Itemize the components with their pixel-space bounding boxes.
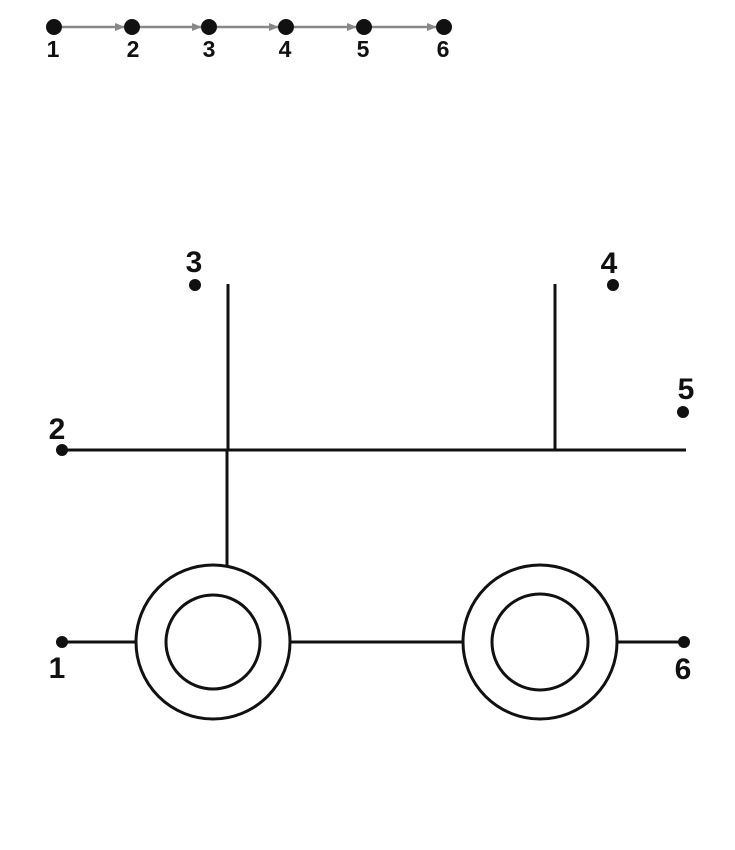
front-wheel-inner <box>490 592 590 692</box>
legend-label-2: 2 <box>127 36 140 62</box>
puzzle-label-5: 5 <box>678 373 695 406</box>
puzzle-label-6: 6 <box>675 653 692 686</box>
legend-dot-4 <box>278 19 294 35</box>
front-wheel-outer <box>461 563 619 721</box>
rear-wheel-inner <box>164 593 262 691</box>
legend-label-5: 5 <box>357 36 370 62</box>
legend-dot-3 <box>201 19 217 35</box>
legend-label-6: 6 <box>437 36 450 62</box>
puzzle-label-1: 1 <box>49 652 66 685</box>
legend-label-3: 3 <box>203 36 216 62</box>
puzzle-dot-5 <box>677 406 689 418</box>
legend-label-4: 4 <box>279 36 292 62</box>
legend-dot-1 <box>46 19 62 35</box>
sequence-legend: 1 2 3 4 5 6 <box>46 19 452 62</box>
puzzle-label-2: 2 <box>49 413 66 446</box>
puzzle-dot-4 <box>607 279 619 291</box>
legend-dot-2 <box>124 19 140 35</box>
puzzle-dot-6 <box>678 636 690 648</box>
puzzle-label-3: 3 <box>186 246 203 279</box>
legend-dot-6 <box>436 19 452 35</box>
puzzle-dots: 1 2 3 4 5 6 <box>49 246 695 686</box>
puzzle-label-4: 4 <box>601 247 618 280</box>
legend-dot-5 <box>356 19 372 35</box>
legend-label-1: 1 <box>47 36 60 62</box>
puzzle-dot-3 <box>189 279 201 291</box>
rear-wheel-outer <box>134 563 292 721</box>
truck-outline <box>62 284 686 721</box>
puzzle-dot-1 <box>56 636 68 648</box>
puzzle-dot-2 <box>56 444 68 456</box>
